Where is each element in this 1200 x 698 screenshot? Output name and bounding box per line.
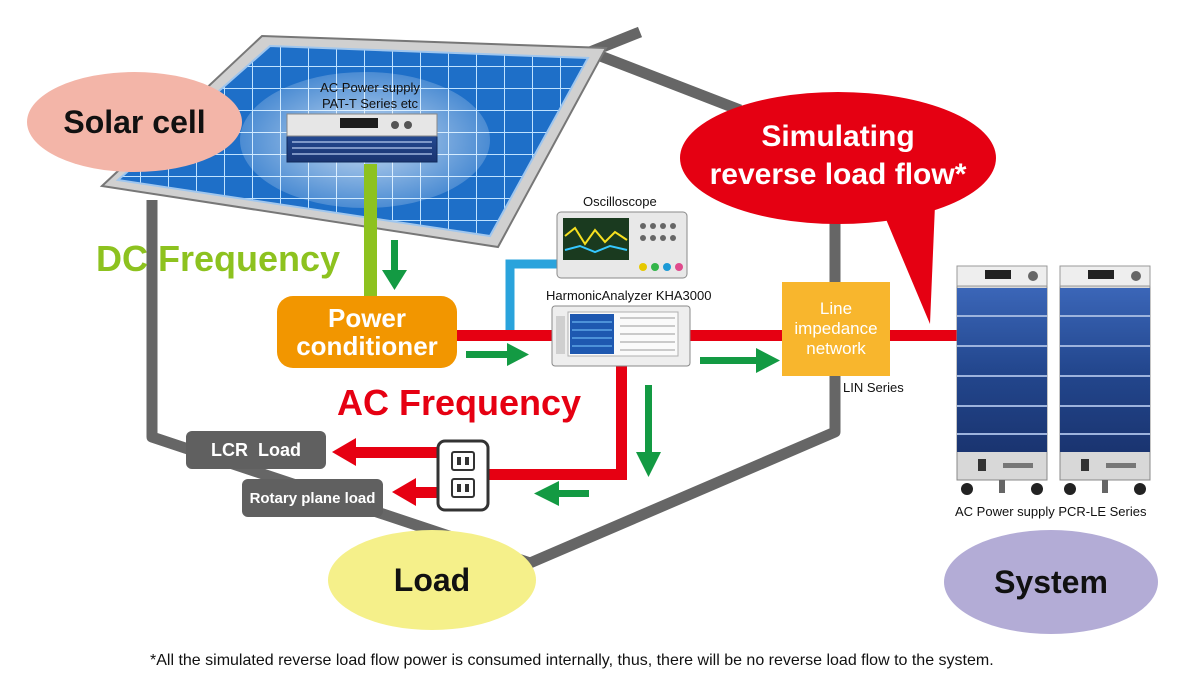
solar-cell-bubble: Solar cell [27, 72, 242, 172]
callout-line1: Simulating [761, 120, 915, 153]
power-conditioner-box: Power conditioner [277, 296, 457, 368]
callout-text: Simulating reverse load flow* [690, 118, 986, 194]
system-bubble: System [944, 530, 1158, 634]
ac-supply-top-caption: AC Power supply PAT-T Series etc [300, 80, 440, 112]
harmonic-analyzer-icon [551, 305, 691, 367]
oscilloscope-icon [556, 211, 688, 279]
dc-flow-arrow [382, 240, 407, 290]
ac-flow-arrows [466, 343, 780, 506]
power-supply-icon [286, 113, 438, 163]
line-impedance-box: Line impedance network [782, 282, 890, 376]
line-impedance-line3: network [806, 339, 866, 358]
ac-lines [332, 330, 960, 506]
power-cabinet-icon [956, 265, 1151, 495]
signal-line [505, 259, 557, 330]
load-label: Load [393, 561, 471, 598]
load-bubble: Load [328, 530, 536, 630]
solar-cell-label: Solar cell [63, 103, 206, 140]
ac-supply-top-line1: AC Power supply [320, 80, 420, 95]
power-conditioner-line2: conditioner [296, 331, 438, 361]
rotary-plane-load-box: Rotary plane load [242, 479, 383, 517]
oscilloscope-label: Oscilloscope [583, 194, 657, 209]
ac-supply-top-line2: PAT-T Series etc [321, 96, 419, 111]
line-impedance-line1: Line [819, 299, 853, 318]
callout-bubble [680, 92, 996, 324]
lin-series-label: LIN Series [843, 380, 904, 395]
dc-frequency-label: DC Frequency [96, 238, 341, 279]
power-outlet-icon [436, 439, 490, 512]
lcr-load-label: LCR Load [211, 439, 301, 460]
rotary-plane-load-label: Rotary plane load [249, 489, 376, 507]
power-conditioner-line1: Power [327, 303, 407, 333]
footnote: *All the simulated reverse load flow pow… [150, 652, 994, 669]
system-label: System [994, 563, 1108, 600]
dc-line [364, 164, 377, 296]
ac-frequency-label: AC Frequency [337, 382, 582, 423]
pcr-le-caption: AC Power supply PCR-LE Series [955, 504, 1147, 519]
harmonic-analyzer-label: HarmonicAnalyzer KHA3000 [546, 288, 712, 303]
line-impedance-line2: impedance [794, 319, 878, 338]
callout-line2: reverse load flow* [709, 158, 967, 191]
lcr-load-box: LCR Load [186, 431, 326, 469]
